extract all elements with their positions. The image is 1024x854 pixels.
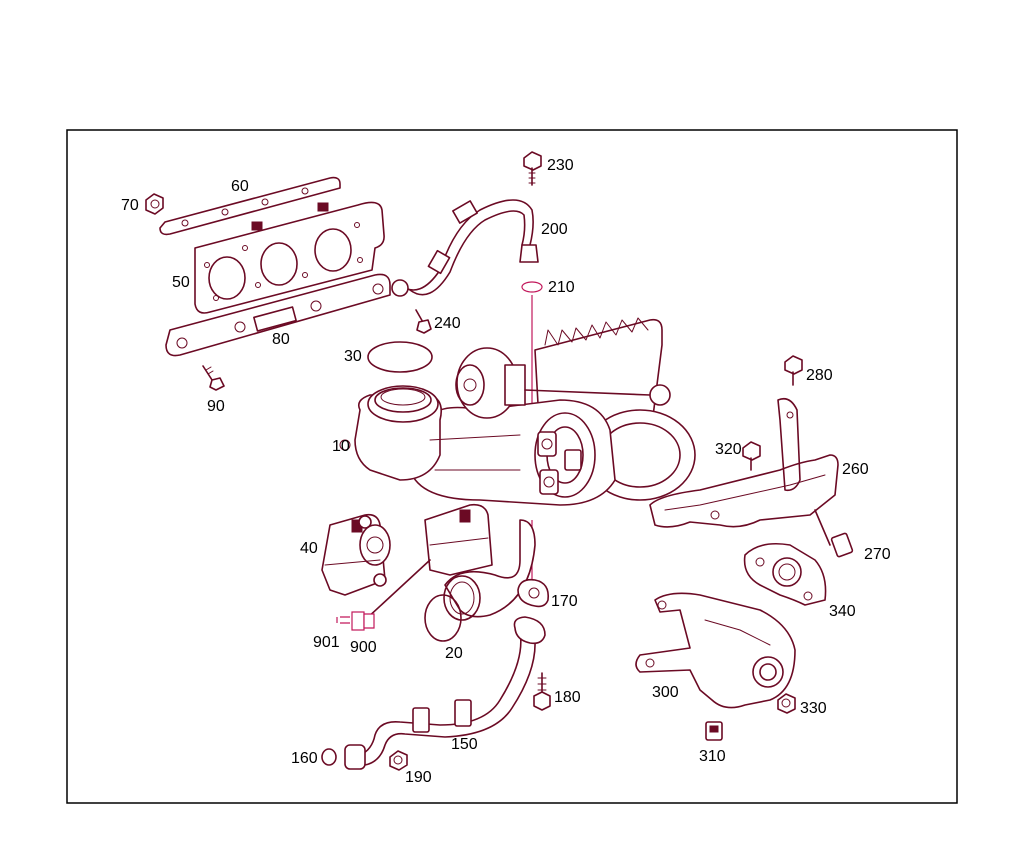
part-intake-pipe[interactable] [443,519,536,621]
part-bolt-90[interactable] [202,365,225,391]
part-valve-unit-40[interactable] [321,513,391,596]
callout-210[interactable]: 210 [548,279,575,296]
callout-80[interactable]: 80 [272,331,290,348]
callout-170[interactable]: 170 [551,593,578,610]
part-clip-310[interactable] [705,721,723,741]
callout-280[interactable]: 280 [806,367,833,384]
part-o-ring-210[interactable] [521,281,543,293]
part-bracket-340[interactable] [743,542,827,606]
callout-60[interactable]: 60 [231,178,249,195]
callout-90[interactable]: 90 [207,398,225,415]
part-clip-270[interactable] [814,509,854,558]
callout-230[interactable]: 230 [547,157,574,174]
part-bolt-320[interactable] [742,441,761,471]
callout-20[interactable]: 20 [445,645,463,662]
part-gasket-170[interactable] [517,578,550,608]
callout-180[interactable]: 180 [554,689,581,706]
part-ring-20[interactable] [424,594,462,642]
part-diverter-valve[interactable] [424,503,493,576]
part-manifold-gasket[interactable] [194,201,385,314]
callout-330[interactable]: 330 [800,700,827,717]
part-heat-shield[interactable] [649,454,839,528]
callout-160[interactable]: 160 [291,750,318,767]
callout-40[interactable]: 40 [300,540,318,557]
part-turbocharger[interactable] [339,317,696,506]
part-return-pipe[interactable] [344,616,546,770]
part-bracket[interactable] [777,397,801,492]
part-lower-shield[interactable] [635,592,796,709]
callout-10[interactable]: 10 [332,438,350,455]
callout-270[interactable]: 270 [864,546,891,563]
callout-260[interactable]: 260 [842,461,869,478]
part-oil-line[interactable] [391,199,539,297]
callout-70[interactable]: 70 [121,197,139,214]
callout-30[interactable]: 30 [344,348,362,365]
part-connector-900[interactable] [336,559,431,631]
part-nut-330[interactable] [777,693,796,714]
callout-50[interactable]: 50 [172,274,190,291]
part-flange-bar[interactable] [165,273,391,357]
diagram-frame [66,129,958,804]
callout-901[interactable]: 901 [313,634,340,651]
part-gasket-strip[interactable] [159,176,341,236]
callout-200[interactable]: 200 [541,221,568,238]
callout-900[interactable]: 900 [350,639,377,656]
part-seal-ring-30[interactable] [367,341,433,373]
callout-190[interactable]: 190 [405,769,432,786]
callout-150[interactable]: 150 [451,736,478,753]
part-bolt-280[interactable] [784,355,803,386]
part-nut-190[interactable] [389,750,408,771]
part-bolt-240[interactable] [415,309,432,334]
callout-340[interactable]: 340 [829,603,856,620]
callout-300[interactable]: 300 [652,684,679,701]
callout-240[interactable]: 240 [434,315,461,332]
part-ring-160[interactable] [321,748,337,766]
part-bolt-180[interactable] [533,672,551,711]
callout-310[interactable]: 310 [699,748,726,765]
part-bolt-230[interactable] [523,151,542,186]
part-nut-70[interactable] [145,193,164,215]
callout-320[interactable]: 320 [715,441,742,458]
